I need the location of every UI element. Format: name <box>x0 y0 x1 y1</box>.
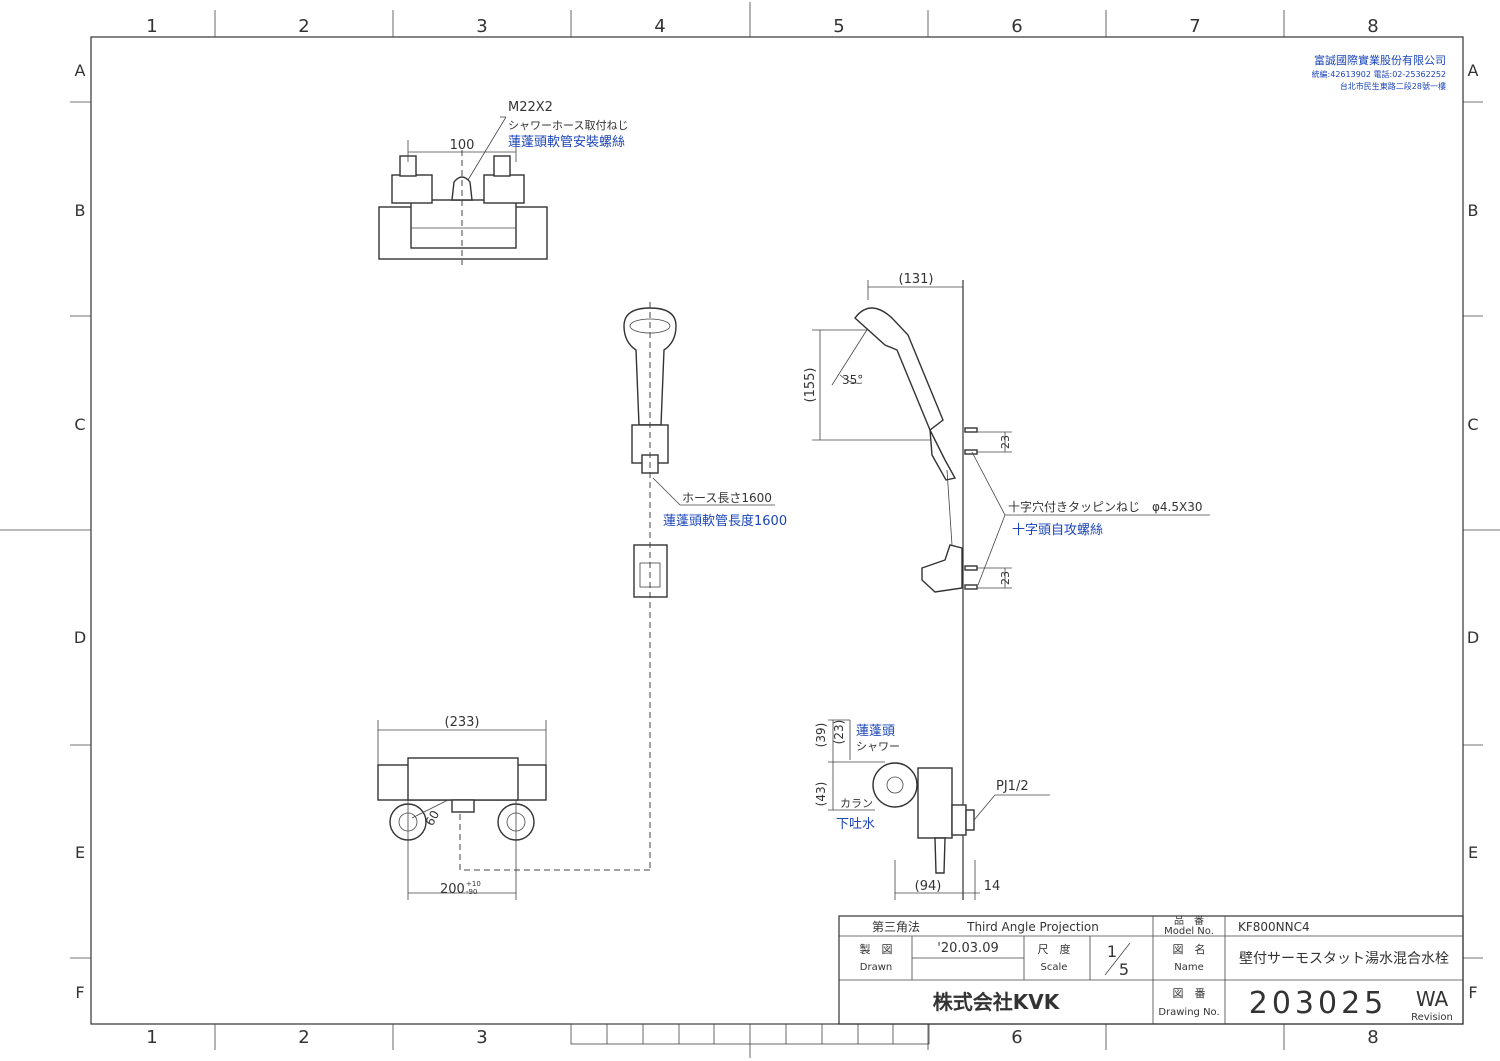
company-name: 株式会社KVK <box>933 990 1061 1014</box>
model-label-en: Model No. <box>1164 926 1214 937</box>
stamp-name: 富誠國際實業股份有限公司 <box>1314 53 1446 67</box>
row-label-right: A <box>1468 61 1479 80</box>
company-stamp: 富誠國際實業股份有限公司 統編:42613902 電話:02-25362252 … <box>1312 53 1446 91</box>
tol-upper: +10 <box>466 880 481 888</box>
dim-60: 60 <box>423 808 443 828</box>
thread-desc-zh: 蓮蓬頭軟管安裝螺絲 <box>508 134 625 150</box>
row-label-right: B <box>1468 201 1479 220</box>
drawn-date: '20.03.09 <box>937 941 998 956</box>
front-view: (233) 60 200 +10 -90 <box>377 715 547 900</box>
col-label-top: 2 <box>298 16 309 37</box>
col-label-bottom: 3 <box>476 1027 487 1048</box>
dim-94: (94) <box>915 879 942 894</box>
model-label-jp: 品 番 <box>1174 915 1204 927</box>
screw-label: 十字穴付きタッピンねじ φ4.5X30 <box>1008 499 1203 514</box>
drawing-en: Drawing No. <box>1158 1007 1219 1018</box>
row-label-left: B <box>75 201 86 220</box>
col-label-bottom: 1 <box>146 1027 157 1048</box>
hose-label-zh: 蓮蓬頭軟管長度1600 <box>663 513 787 529</box>
row-label-left: C <box>74 415 85 434</box>
col-label-bottom: 2 <box>298 1027 309 1048</box>
dim-233: (233) <box>445 715 480 730</box>
thread-desc: シャワーホース取付ねじ <box>508 119 628 132</box>
col-label-bottom: 8 <box>1367 1027 1378 1048</box>
hand-shower-view: ホース長さ1600 蓮蓬頭軟管長度1600 <box>459 302 787 871</box>
scale-en: Scale <box>1041 962 1068 973</box>
dim-39: (39) <box>814 723 828 748</box>
col-label-top: 3 <box>476 16 487 37</box>
stamp-address: 台北市民生東路二段28號一樓 <box>1340 81 1446 91</box>
projection-en: Third Angle Projection <box>966 920 1099 934</box>
thread-label: M22X2 <box>508 100 553 115</box>
drawing-jp: 図 番 <box>1173 987 1206 1000</box>
scale-numerator: 1 <box>1107 942 1117 961</box>
top-view: 100 M22X2 シャワーホース取付ねじ 蓮蓬頭軟管安裝螺絲 <box>378 100 628 265</box>
row-label-left: A <box>75 61 86 80</box>
dim-23-outlet: (23) <box>832 720 846 745</box>
scale-jp: 尺 度 <box>1038 942 1071 956</box>
outlet-view: (39) (23) (43) 蓮蓬頭 シャワー カラン 下吐水 PJ1/2 (9… <box>814 719 1050 900</box>
dim-14: 14 <box>984 879 1001 894</box>
revision-value: WA <box>1416 987 1449 1011</box>
row-label-right: D <box>1467 628 1479 647</box>
model-value: KF800NNC4 <box>1238 920 1310 934</box>
side-view: (131) (155) 35° 23 23 十字穴付きタッピンねじ φ4.5X3… <box>803 272 1210 900</box>
col-label-top: 8 <box>1367 16 1378 37</box>
dim-131: (131) <box>899 272 934 287</box>
dim-100: 100 <box>450 138 475 153</box>
name-value: 壁付サーモスタット湯水混合水栓 <box>1239 950 1449 967</box>
revision-label: Revision <box>1411 1012 1453 1023</box>
name-en: Name <box>1174 962 1204 973</box>
stamp-phone: 統編:42613902 電話:02-25362252 <box>1312 69 1446 79</box>
shower-label-zh: 蓮蓬頭 <box>856 724 895 739</box>
drawing-border <box>90 36 1464 1025</box>
drawing-value: 203025 <box>1249 986 1388 1021</box>
row-label-right: F <box>1468 983 1477 1002</box>
col-label-top: 4 <box>654 16 665 37</box>
col-label-top: 6 <box>1011 16 1022 37</box>
row-label-right: E <box>1468 843 1478 862</box>
projection-jp: 第三角法 <box>872 920 920 934</box>
pj-label: PJ1/2 <box>996 779 1029 794</box>
drawn-en: Drawn <box>860 962 892 973</box>
name-jp: 図 名 <box>1173 942 1206 956</box>
col-label-bottom: 6 <box>1011 1027 1022 1048</box>
scale-denominator: 5 <box>1119 960 1129 979</box>
row-label-left: E <box>75 843 85 862</box>
centering-scale <box>570 1023 930 1045</box>
hose-label: ホース長さ1600 <box>682 491 772 505</box>
karan-label: カラン <box>840 797 873 810</box>
drawn-jp: 製 図 <box>860 942 893 956</box>
col-label-top: 1 <box>146 16 157 37</box>
dim-23-lower: 23 <box>999 571 1012 585</box>
row-label-right: C <box>1467 415 1478 434</box>
row-label-left: F <box>75 983 84 1002</box>
screw-label-zh: 十字頭自攻螺絲 <box>1012 523 1103 538</box>
col-label-top: 5 <box>833 16 844 37</box>
col-label-top: 7 <box>1189 16 1200 37</box>
dim-155: (155) <box>803 368 818 403</box>
title-block: 第三角法 Third Angle Projection 品 番 Model No… <box>838 915 1464 1025</box>
shower-label: シャワー <box>856 740 900 753</box>
dim-23-upper: 23 <box>999 435 1012 449</box>
tol-lower: -90 <box>466 888 477 896</box>
angle-35: 35° <box>842 373 863 387</box>
karan-label-zh: 下吐水 <box>836 817 875 832</box>
dim-43: (43) <box>814 782 828 807</box>
dim-200: 200 <box>440 882 465 897</box>
row-label-left: D <box>74 628 86 647</box>
